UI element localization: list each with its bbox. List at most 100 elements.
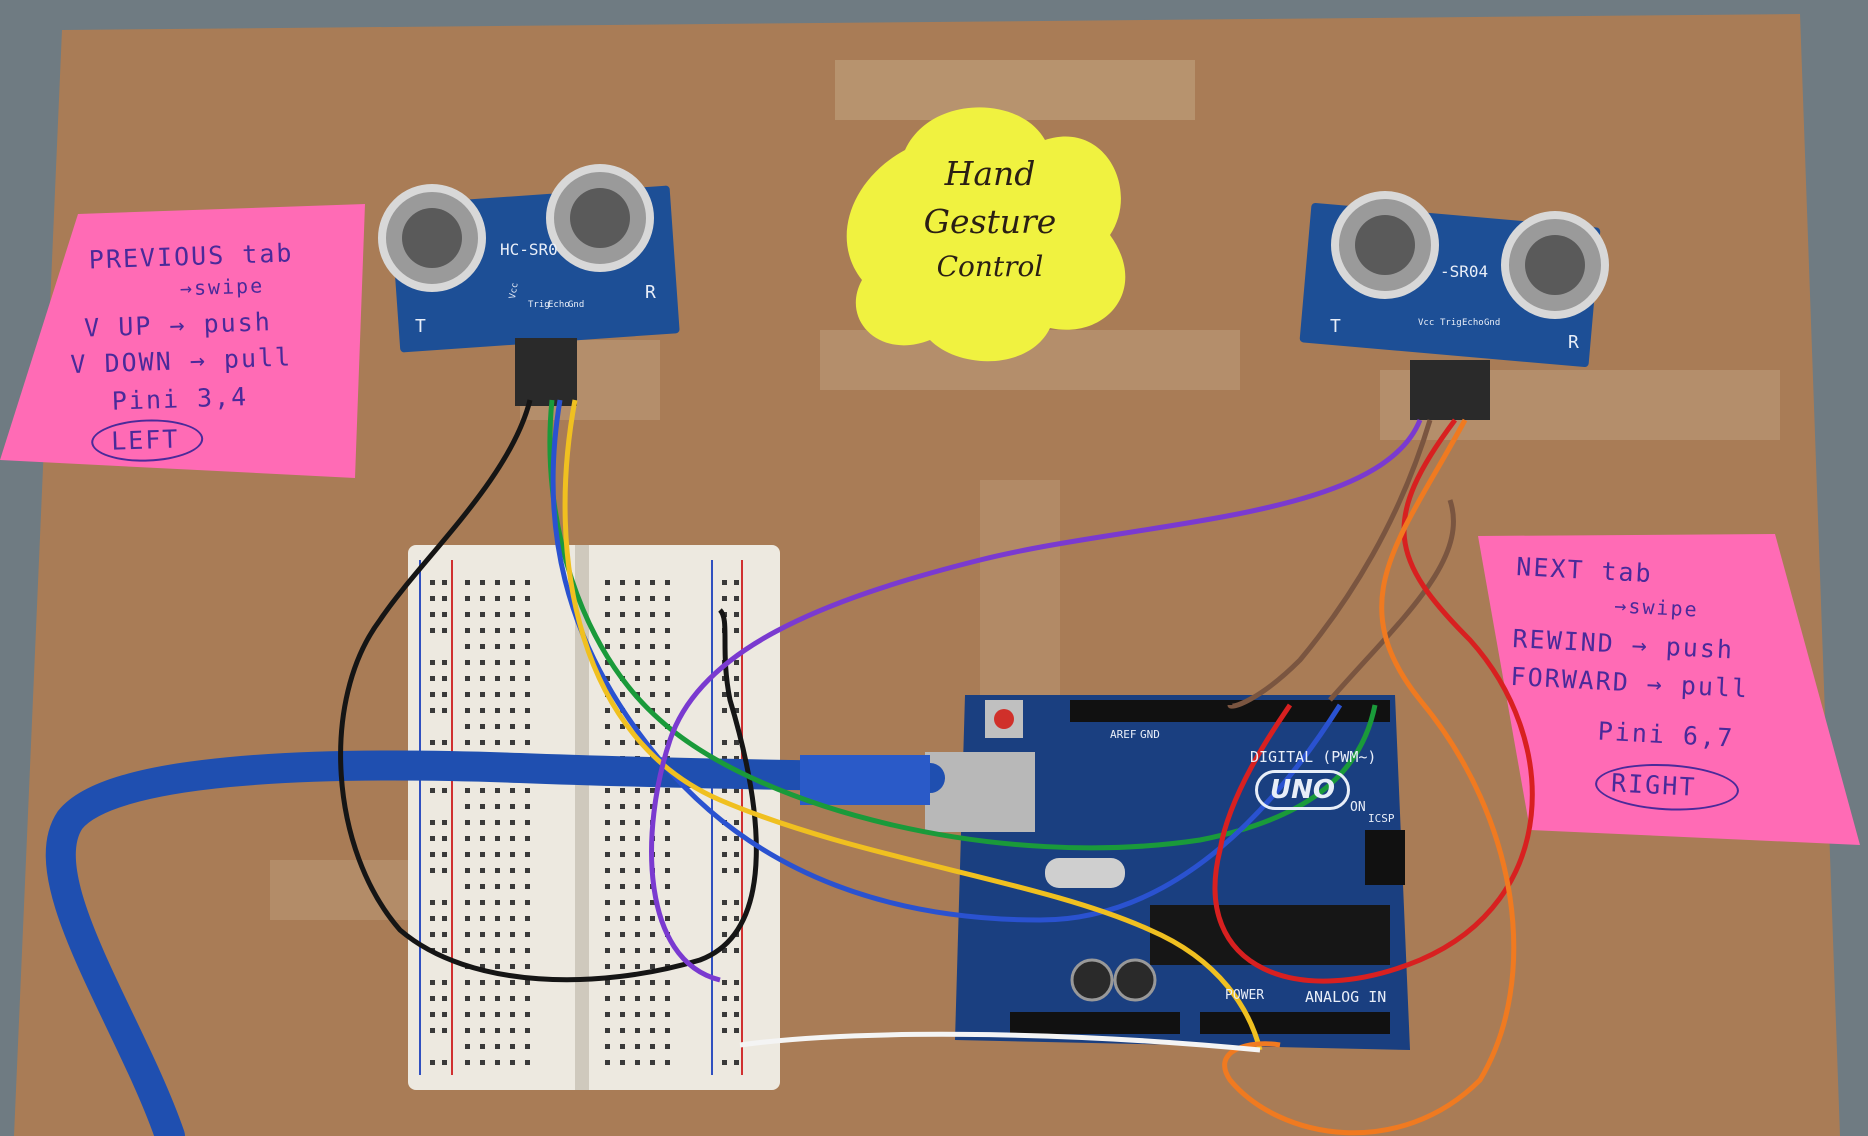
breadboard-hole — [635, 948, 640, 953]
rail-hole — [442, 948, 447, 953]
rail-hole — [734, 1028, 739, 1033]
rail-hole — [430, 1012, 435, 1017]
breadboard-hole — [665, 676, 670, 681]
breadboard-hole — [480, 740, 485, 745]
breadboard-hole — [525, 884, 530, 889]
breadboard-hole — [480, 868, 485, 873]
breadboard-hole — [620, 980, 625, 985]
breadboard-hole — [650, 916, 655, 921]
wire-yellow-left — [562, 399, 1263, 1051]
breadboard-hole — [480, 660, 485, 665]
right-sensor-connector — [1410, 360, 1490, 420]
capacitor — [1113, 958, 1157, 1002]
rail-hole — [442, 916, 447, 921]
right-note-line: →swipe — [1613, 593, 1700, 622]
breadboard-hole — [650, 996, 655, 1001]
breadboard-hole — [665, 1044, 670, 1049]
breadboard-hole — [510, 932, 515, 937]
rail-hole — [722, 596, 727, 601]
rail-hole — [734, 628, 739, 633]
rail-hole — [722, 980, 727, 985]
breadboard-hole — [465, 580, 470, 585]
breadboard-hole — [495, 628, 500, 633]
title-line-3: Control — [936, 250, 1044, 283]
breadboard-hole — [605, 1012, 610, 1017]
breadboard-hole — [465, 708, 470, 713]
breadboard-hole — [525, 836, 530, 841]
breadboard-hole — [605, 804, 610, 809]
breadboard-hole — [495, 1028, 500, 1033]
breadboard-hole — [495, 612, 500, 617]
breadboard-hole — [605, 676, 610, 681]
rail-hole — [442, 596, 447, 601]
breadboard-hole — [620, 644, 625, 649]
breadboard-hole — [510, 884, 515, 889]
breadboard-hole — [650, 788, 655, 793]
breadboard-holes — [430, 580, 739, 1065]
rail-hole — [430, 660, 435, 665]
breadboard-hole — [525, 868, 530, 873]
breadboard-hole — [635, 916, 640, 921]
left-sticky-note — [0, 204, 365, 478]
breadboard-hole — [525, 708, 530, 713]
rail-hole — [442, 580, 447, 585]
wire-orange-right — [1222, 418, 1517, 1136]
rail-hole — [430, 692, 435, 697]
breadboard-hole — [510, 596, 515, 601]
breadboard-hole — [495, 980, 500, 985]
rail-hole — [734, 852, 739, 857]
rail-hole — [734, 820, 739, 825]
breadboard-hole — [650, 580, 655, 585]
breadboard-hole — [650, 676, 655, 681]
left-sensor-receiver-mesh — [570, 188, 630, 248]
title-sticky-note — [846, 107, 1126, 362]
breadboard-hole — [620, 932, 625, 937]
rail-hole — [442, 1060, 447, 1065]
breadboard-hole — [635, 820, 640, 825]
breadboard-hole — [495, 788, 500, 793]
breadboard-hole — [510, 628, 515, 633]
breadboard-hole — [605, 916, 610, 921]
breadboard-hole — [495, 820, 500, 825]
breadboard-hole — [605, 1060, 610, 1065]
breadboard-hole — [650, 964, 655, 969]
rail-hole — [430, 852, 435, 857]
breadboard-hole — [650, 596, 655, 601]
breadboard-hole — [525, 612, 530, 617]
breadboard-hole — [465, 1044, 470, 1049]
breadboard-hole — [495, 644, 500, 649]
breadboard-hole — [510, 948, 515, 953]
rail-hole — [734, 676, 739, 681]
on-label: ON — [1350, 800, 1366, 815]
breadboard-hole — [650, 740, 655, 745]
breadboard-hole — [635, 612, 640, 617]
breadboard-hole — [495, 660, 500, 665]
breadboard-hole — [605, 580, 610, 585]
breadboard-hole — [465, 612, 470, 617]
breadboard-hole — [510, 1044, 515, 1049]
usb-plug — [800, 755, 930, 805]
breadboard-hole — [665, 916, 670, 921]
capacitor — [1070, 958, 1114, 1002]
breadboard-hole — [665, 948, 670, 953]
breadboard-hole — [620, 900, 625, 905]
microcontroller-chip — [1150, 905, 1390, 965]
breadboard-hole — [665, 580, 670, 585]
rail-hole — [430, 708, 435, 713]
breadboard-hole — [620, 740, 625, 745]
breadboard-hole — [525, 1044, 530, 1049]
breadboard-hole — [495, 804, 500, 809]
breadboard-hole — [620, 868, 625, 873]
rail-hole — [430, 820, 435, 825]
rail-hole — [734, 692, 739, 697]
rail-hole — [442, 676, 447, 681]
breadboard-hole — [465, 900, 470, 905]
breadboard-hole — [510, 900, 515, 905]
right-note-line: Pini 6,7 — [1597, 716, 1735, 753]
breadboard-hole — [510, 996, 515, 1001]
usb-cable — [45, 750, 945, 1136]
right-pin-trig: Trig — [1440, 318, 1462, 328]
breadboard-hole — [525, 932, 530, 937]
breadboard-hole — [510, 916, 515, 921]
